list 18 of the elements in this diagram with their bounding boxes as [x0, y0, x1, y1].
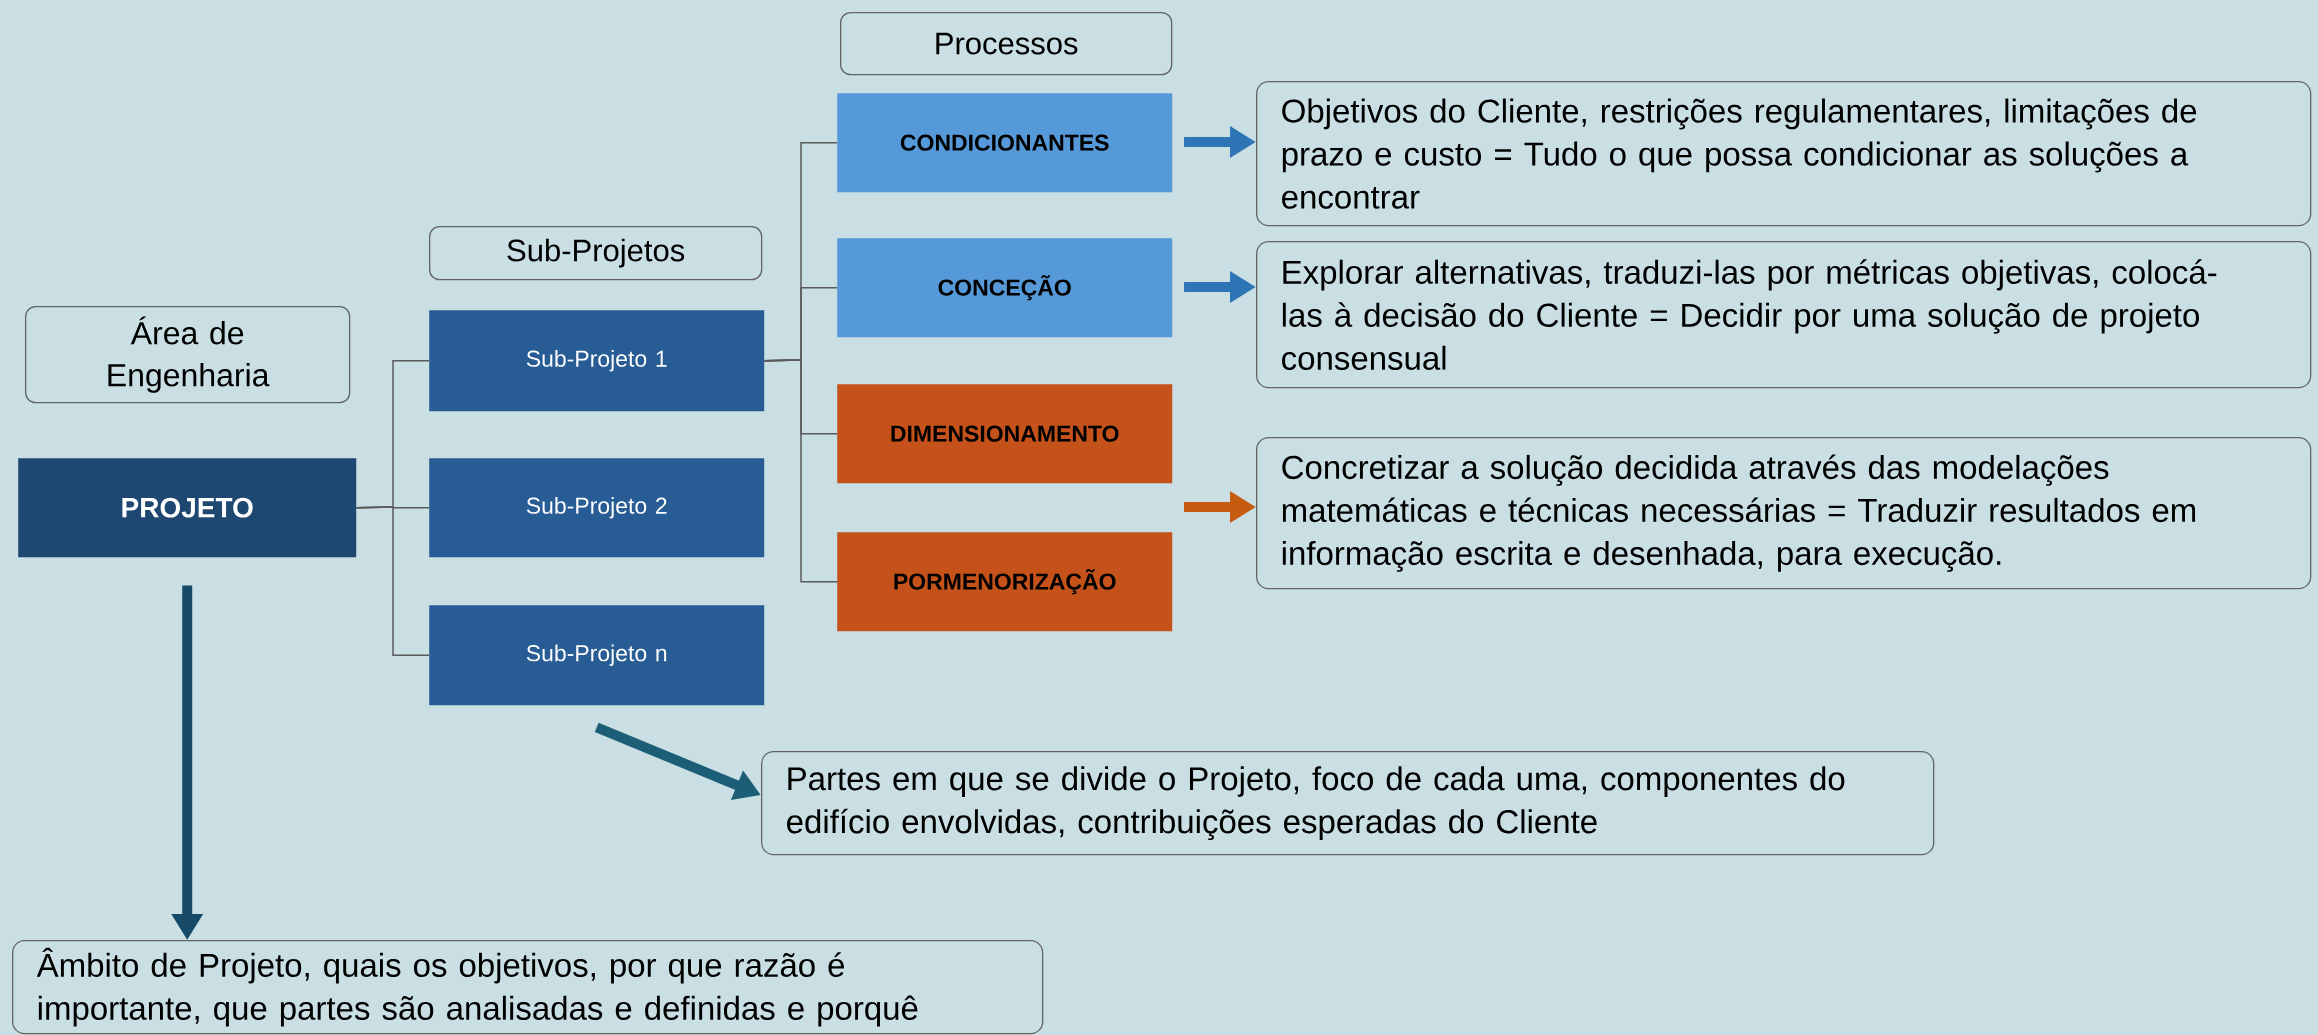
process-box: CONDICIONANTES [837, 93, 1173, 193]
process-box: Sub-Projeto 2 [429, 458, 765, 558]
process-box: PROJETO [18, 458, 357, 558]
process-box: CONCEÇÃO [837, 238, 1173, 338]
heading-box: Sub-Projetos [429, 226, 763, 281]
process-box: DIMENSIONAMENTO [837, 384, 1173, 484]
connector-line [763, 359, 838, 583]
note-box: Âmbito de Projeto, quais os objetivos, por que razão é importante, que partes são analisadas e definidas e porquê [12, 940, 1044, 1035]
note-box: Partes em que se divide o Projeto, foco de cada uma, componentes do edifício envolvidas, contribuições esperadas do Cliente [761, 751, 1935, 856]
process-box: Sub-Projeto n [429, 605, 765, 706]
note-box: Concretizar a solução decidida através das modelações matemáticas e técnicas necessárias = Traduzir resultados em informação escrita e desenhada, para execução. [1256, 437, 2312, 590]
note-box: Explorar alternativas, traduzi-las por métricas objetivas, colocá-las à decisão do Cliente = Decidir por uma solução de projeto consensual [1256, 241, 2312, 389]
note-box: Objetivos do Cliente, restrições regulamentares, limitações de prazo e custo = Tudo o que possa condicionar as soluções a encontrar [1256, 81, 2312, 227]
process-box: Sub-Projeto 1 [429, 310, 765, 412]
process-box: PORMENORIZAÇÃO [837, 532, 1173, 632]
heading-box: Processos [840, 12, 1173, 76]
heading-box: Área de Engenharia [25, 306, 351, 404]
connector-line [355, 506, 430, 656]
